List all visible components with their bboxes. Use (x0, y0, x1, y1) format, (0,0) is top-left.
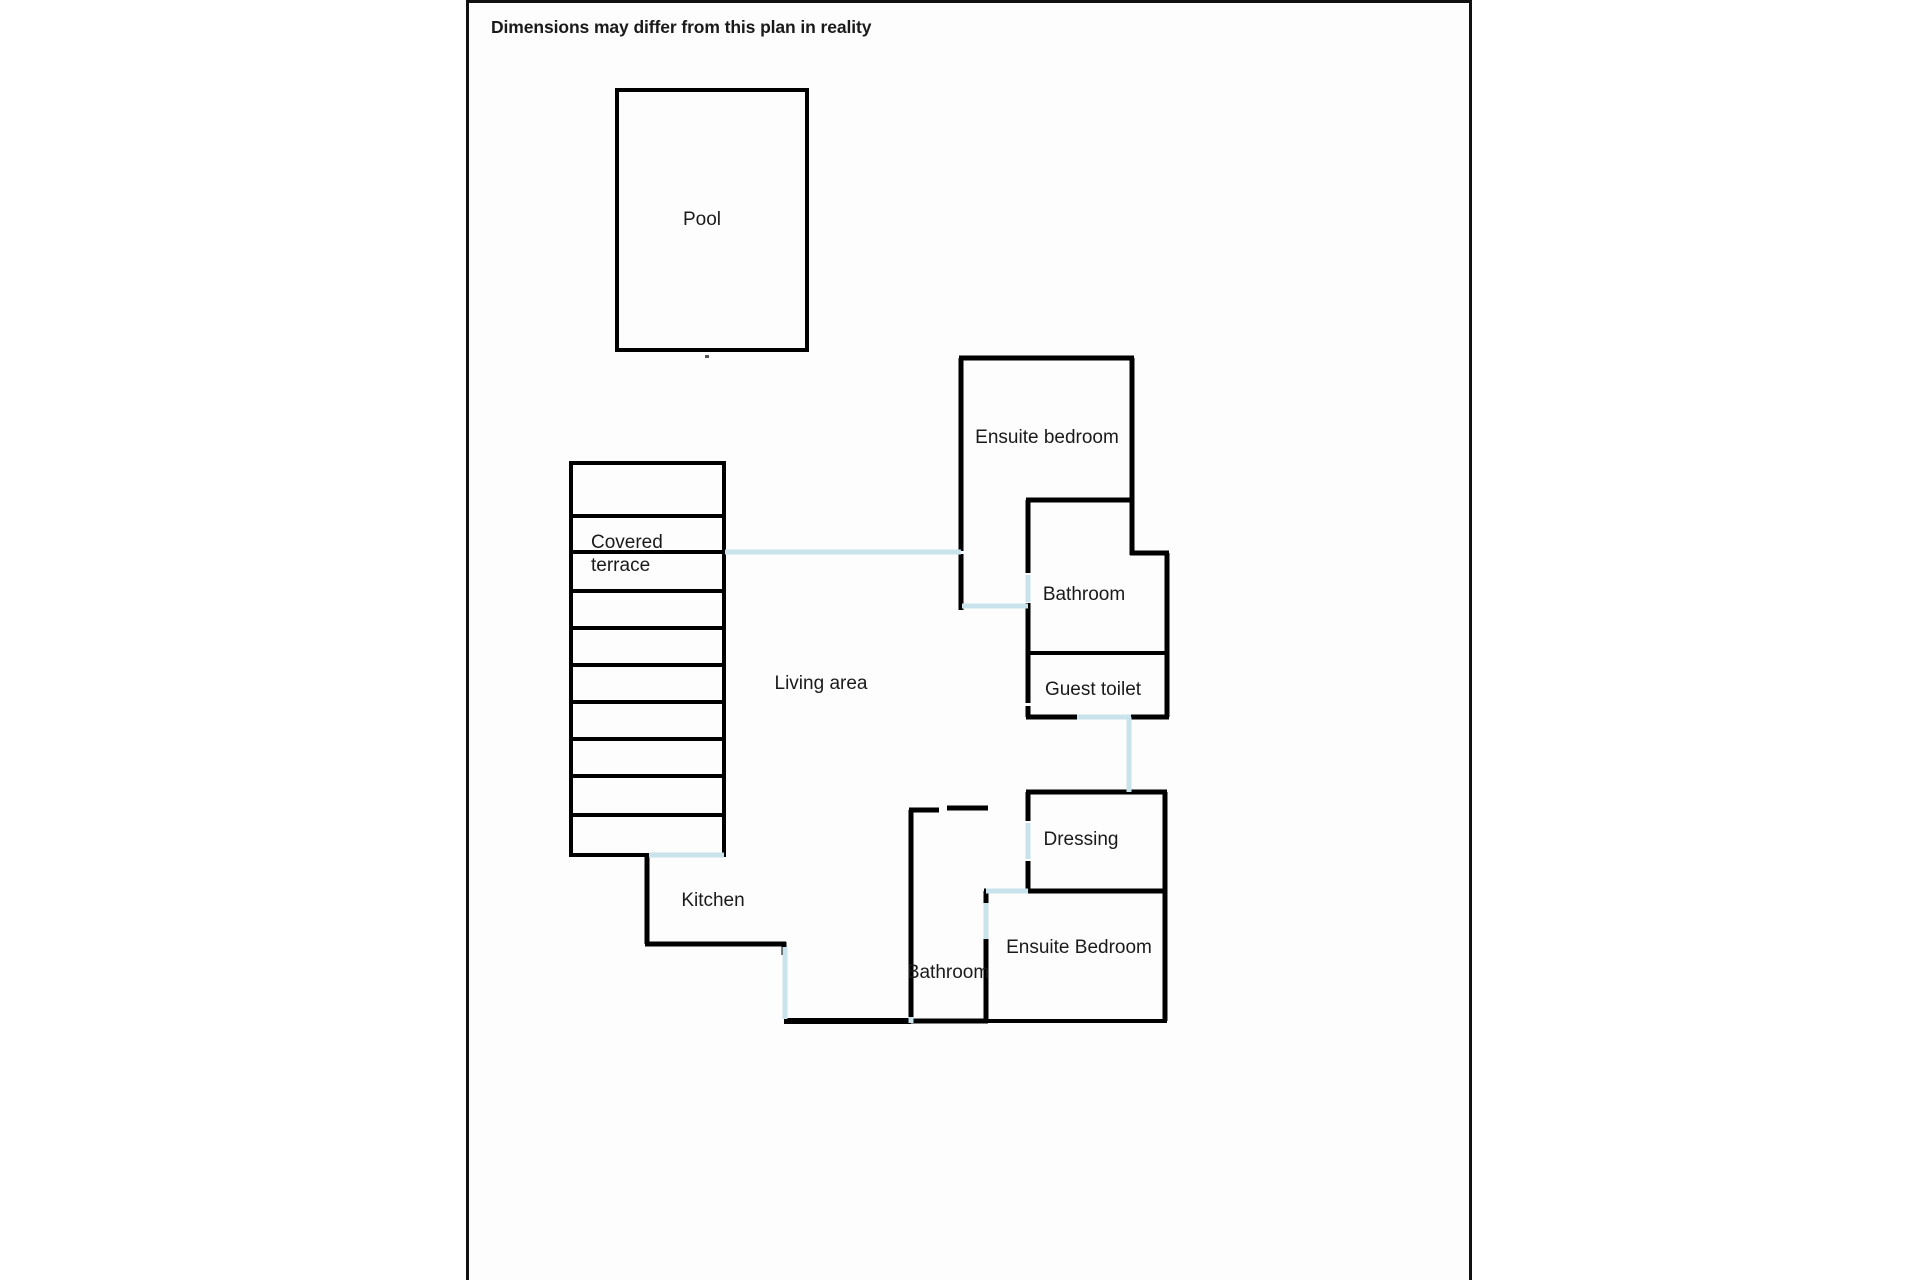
room-label-ensuite-bedroom-lower: Ensuite Bedroom (1006, 937, 1152, 958)
room-label-covered-terrace-line1: Covered (591, 532, 663, 553)
room-covered-terrace: Covered terrace (569, 461, 726, 857)
room-label-bathroom-lower: Bathroom (907, 962, 989, 983)
room-label-covered-terrace-line2: terrace (591, 555, 650, 576)
room-kitchen: Kitchen (644, 855, 787, 955)
room-ensuite-bedroom-upper: Ensuite bedroom (958, 355, 1135, 610)
room-label-kitchen: Kitchen (681, 890, 744, 911)
room-label-living-area: Living area (775, 673, 868, 694)
room-label-ensuite-bedroom-upper: Ensuite bedroom (975, 427, 1119, 448)
room-label-guest-toilet: Guest toilet (1045, 679, 1142, 700)
room-guest-toilet: Guest toilet (1025, 653, 1170, 720)
room-label-dressing: Dressing (1044, 829, 1119, 850)
room-label-bathroom-upper: Bathroom (1043, 584, 1125, 605)
plan-drawing: Pool Covered terrace Living area (569, 88, 1170, 1024)
plan-sheet: Dimensions may differ from this plan in … (466, 0, 1472, 1280)
disclaimer-note: Dimensions may differ from this plan in … (491, 17, 872, 37)
openings-group (649, 549, 1132, 1023)
room-dressing: Dressing (1025, 789, 1168, 894)
room-ensuite-bedroom-lower: Ensuite Bedroom (983, 888, 1168, 1023)
room-bathroom-lower: Bathroom (907, 805, 989, 1024)
pool-outline (615, 88, 809, 352)
room-pool: Pool (615, 88, 809, 358)
covered-terrace-outline (569, 461, 726, 857)
pool-mark (705, 355, 709, 358)
room-label-pool: Pool (683, 209, 721, 230)
room-bathroom-upper: Bathroom (1025, 497, 1170, 655)
